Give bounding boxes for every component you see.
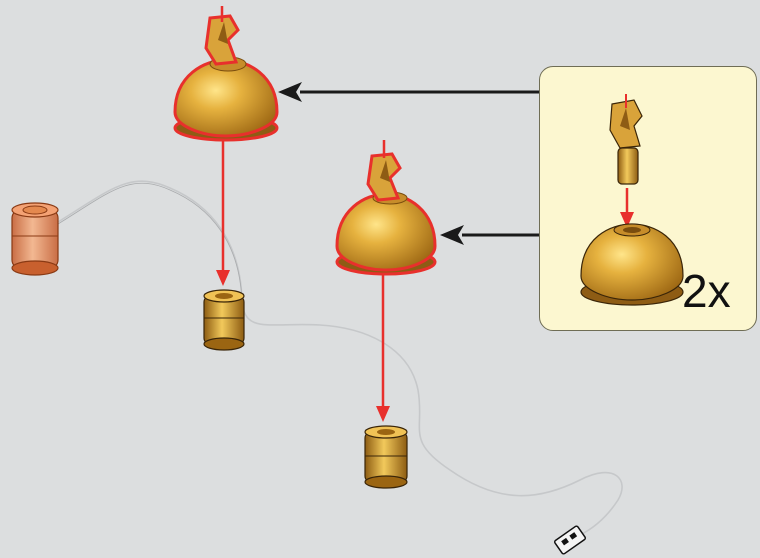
dome-assembly-left [173, 6, 279, 142]
quantity-label: 2x [682, 265, 731, 317]
cable-shadow [57, 182, 243, 303]
dome-assembly-right [335, 140, 437, 276]
arrow-to-top-dome [278, 82, 539, 102]
cable-top [57, 180, 623, 536]
callout-clip-part [609, 94, 643, 185]
arrow-to-second-dome [440, 225, 539, 245]
callout-red-arrow [620, 188, 634, 228]
round-brick-gold-left [203, 289, 245, 351]
red-arrow-right [376, 275, 390, 422]
red-arrow-left [216, 140, 230, 286]
cable-connector [553, 525, 587, 555]
round-brick-orange-transparent [11, 202, 59, 276]
round-brick-gold-right [364, 425, 408, 489]
callout-dome-part [580, 223, 684, 306]
